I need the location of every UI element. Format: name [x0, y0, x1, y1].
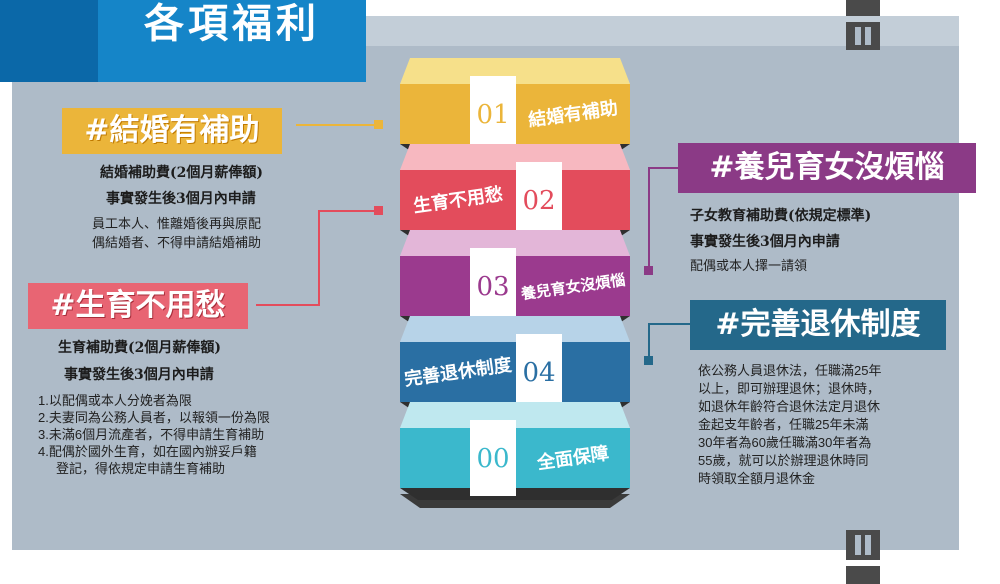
marriage-line-1: 員工本人、惟離婚後再與原配	[92, 216, 262, 231]
dot-marriage	[374, 120, 383, 129]
birth-line-1: 1.以配偶或本人分娩者為限	[38, 393, 192, 408]
tower-number-panel	[516, 334, 562, 410]
dot-birth	[374, 206, 383, 215]
page-title: 各項福利	[144, 0, 320, 47]
connector-child-v	[648, 167, 650, 267]
dot-child	[644, 266, 653, 275]
connector-retire-v	[648, 323, 650, 361]
birth-line-5: 登記，得依規定申請生育補助	[56, 461, 226, 476]
tag-marriage: #結婚有補助	[62, 108, 282, 154]
tower-number-panel	[470, 420, 516, 496]
tower-number: 02	[522, 186, 555, 216]
tower-top-face	[400, 402, 630, 428]
child-bold-1: 子女教育補助費(依規定標準)	[690, 208, 872, 224]
marriage-bold-2: 事實發生後3個月內申請	[106, 191, 256, 207]
connector-birth-h2	[256, 304, 320, 306]
marriage-line-2: 偶結婚者、不得申請結婚補助	[92, 235, 262, 250]
connector-retire-h	[648, 323, 692, 325]
marriage-bold-1: 結婚補助費(2個月薪俸額)	[100, 165, 263, 181]
title-tab	[98, 0, 366, 82]
retire-line-1: 依公務人員退休法，任職滿25年	[698, 363, 882, 378]
birth-bold-2: 事實發生後3個月內申請	[64, 367, 214, 383]
tower-top-face	[400, 230, 630, 256]
retire-line-5: 30年者為60歲任職滿30年者為	[698, 435, 872, 450]
birth-line-3: 3.未滿6個月流產者，不得申請生育補助	[38, 427, 265, 442]
title-tab-left	[0, 0, 98, 82]
retire-line-7: 時領取全額月退休金	[698, 471, 816, 486]
tower-number-panel	[470, 76, 516, 152]
retire-line-6: 55歲，就可以於辦理退休時同	[698, 453, 869, 468]
child-line-1: 配偶或本人擇一請領	[690, 258, 808, 273]
connector-child-h	[648, 167, 680, 169]
tower-front-face	[400, 342, 630, 402]
tower-top-face	[400, 58, 630, 84]
tower-front-face	[400, 170, 630, 230]
birth-line-2: 2.夫妻同為公務人員者，以報領一份為限	[38, 410, 270, 425]
child-bold-2: 事實發生後3個月內申請	[690, 234, 840, 250]
tower-number: 04	[522, 358, 555, 388]
bracket-bottom-icon	[846, 530, 880, 584]
connector-marriage	[296, 124, 374, 126]
connector-birth-h1	[318, 210, 376, 212]
dot-retire	[644, 356, 653, 365]
tower-number: 00	[476, 444, 509, 474]
tower-number-panel	[470, 248, 516, 324]
retire-line-4: 金起支年齡者，任職25年未滿	[698, 417, 869, 432]
connector-birth-v	[318, 210, 320, 306]
tag-child: #養兒育女沒煩惱	[678, 143, 976, 193]
retire-line-2: 以上，即可辦理退休；退休時，	[698, 381, 881, 396]
tower-top-face	[400, 316, 630, 342]
bracket-top-icon	[846, 0, 880, 50]
birth-bold-1: 生育補助費(2個月薪俸額)	[58, 340, 221, 356]
tag-retire: #完善退休制度	[690, 300, 946, 350]
birth-line-4: 4.配偶於國外生育，如在國內辦妥戶籍	[38, 444, 257, 459]
tag-birth: #生育不用愁	[28, 283, 248, 329]
tower-number-panel	[516, 162, 562, 238]
retire-line-3: 如退休年齡符合退休法定月退休	[698, 399, 881, 414]
tower-number: 03	[476, 272, 509, 302]
tower-top-face	[400, 144, 630, 170]
tower-number: 01	[476, 100, 509, 130]
